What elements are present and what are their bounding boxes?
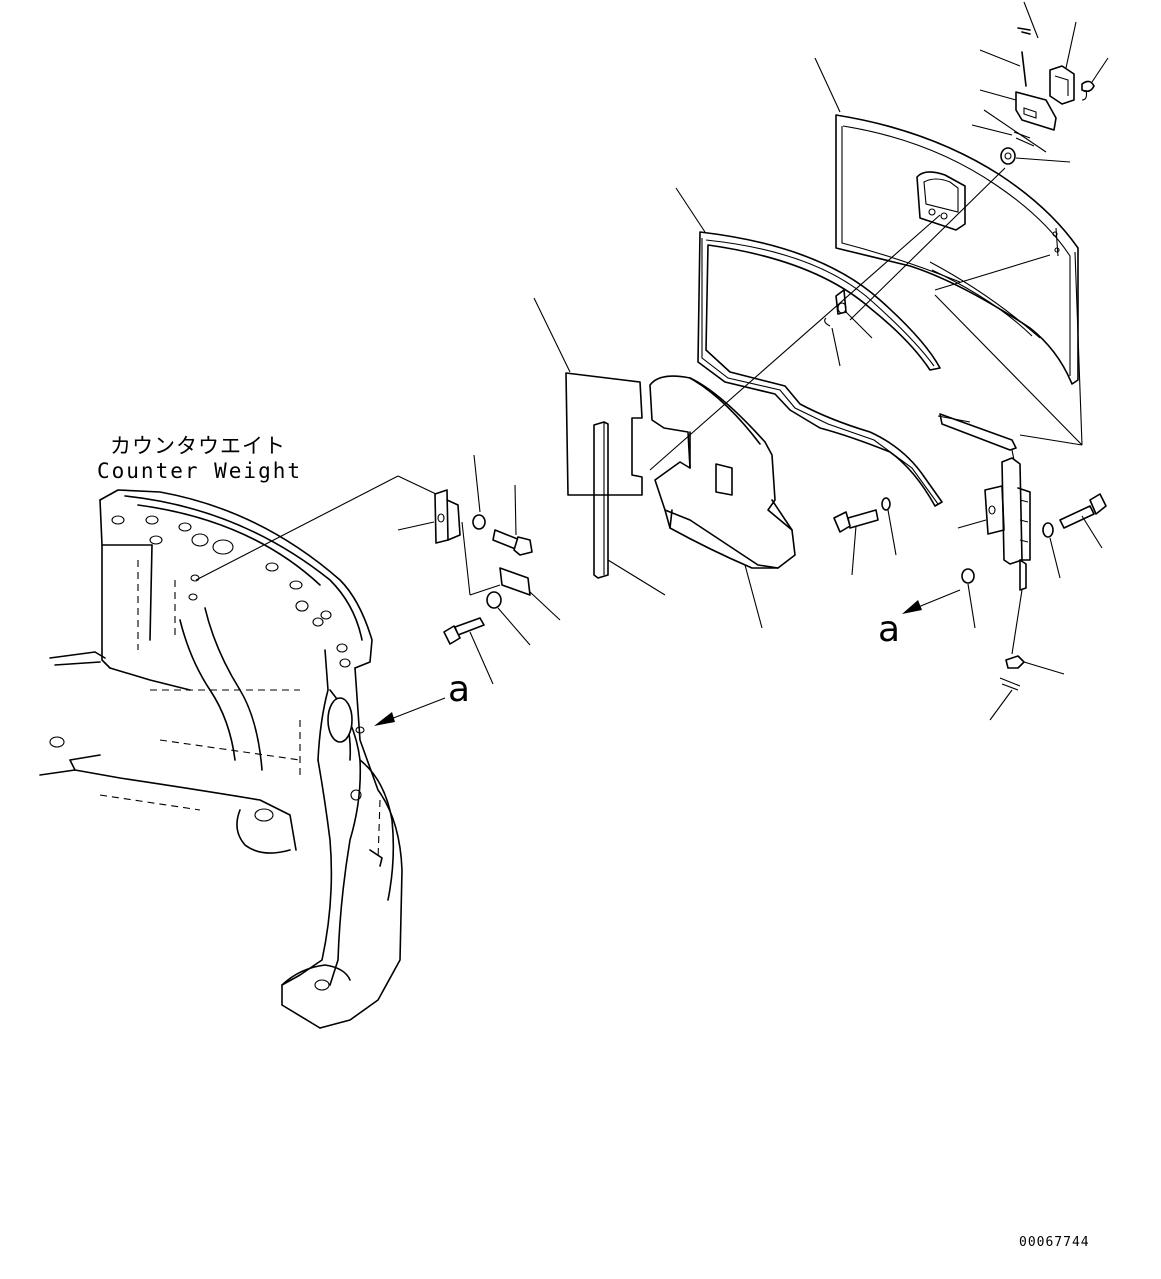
latch-hardware (649, 1, 1109, 471)
revolving-frame (39, 489, 403, 1029)
spacer-bar (593, 421, 666, 596)
cover-panel (814, 57, 1079, 385)
gasket-seal (675, 187, 943, 507)
title-english: Counter Weight (97, 459, 303, 483)
cover-clip (824, 289, 873, 367)
weight-block (649, 375, 796, 629)
drawing-number: 00067744 (1019, 1235, 1090, 1250)
view-arrow-right (902, 589, 961, 614)
left-bracket-hardware (195, 454, 561, 685)
shim-plate (533, 297, 643, 496)
title-japanese: カウンタウエイト (110, 434, 286, 458)
view-marker-left: a (448, 669, 471, 710)
view-marker-right: a (878, 609, 901, 650)
view-arrow-left (374, 697, 446, 726)
hinge-hardware (833, 251, 1107, 721)
